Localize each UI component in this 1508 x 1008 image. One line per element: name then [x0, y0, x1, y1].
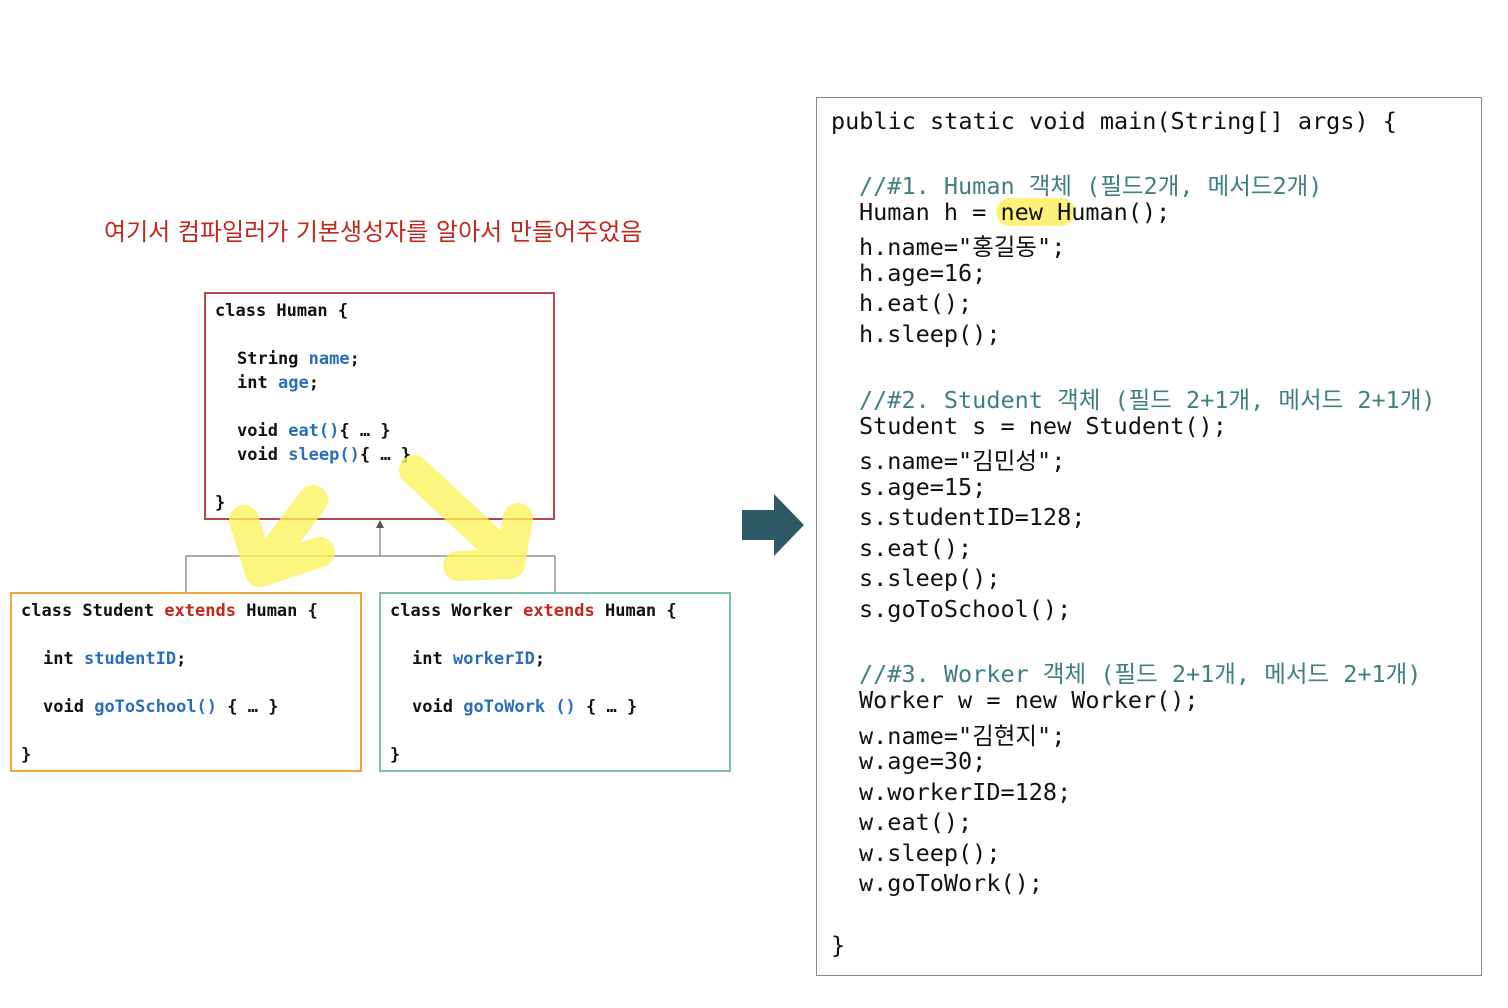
worker-class-box: class Worker extends Human { int workerI…: [379, 592, 731, 772]
code-line: w.workerID=128;: [859, 778, 1072, 806]
main-method-code-panel: public static void main(String[] args) {…: [816, 97, 1482, 976]
highlight-new: new H: [996, 198, 1076, 226]
code-line: s.sleep();: [859, 564, 1001, 592]
comment-student: //#2. Student 객체 (필드 2+1개, 메서드 2+1개): [859, 386, 1436, 414]
code-line: w.goToWork();: [859, 869, 1043, 897]
code-line: w.name="김현지";: [859, 722, 1066, 750]
human-class-box: class Human { String name; int age; void…: [204, 292, 555, 520]
code-line-human-new: Human h = new Human();: [859, 198, 1171, 226]
code-line: h.eat();: [859, 289, 973, 317]
human-class-header: class Human {: [215, 301, 349, 321]
code-line: s.eat();: [859, 534, 973, 562]
main-signature: public static void main(String[] args) {: [831, 107, 1397, 135]
worker-class-header: class Worker extends Human {: [390, 601, 677, 621]
worker-class-close: }: [390, 745, 401, 765]
right-arrow-icon: [742, 494, 804, 556]
code-line: s.studentID=128;: [859, 503, 1086, 531]
code-line: w.sleep();: [859, 839, 1001, 867]
human-method-sleep: void sleep(){ … }: [237, 445, 412, 465]
comment-human: //#1. Human 객체 (필드2개, 메서드2개): [859, 172, 1323, 200]
human-class-close: }: [215, 493, 226, 513]
student-class-box: class Student extends Human { int studen…: [10, 592, 362, 772]
code-line: s.goToSchool();: [859, 595, 1072, 623]
worker-field-id: int workerID;: [412, 649, 546, 669]
main-close-brace: }: [831, 931, 846, 959]
human-method-eat: void eat(){ … }: [237, 421, 391, 441]
code-line: Worker w = new Worker();: [859, 686, 1199, 714]
compiler-note: 여기서 컴파일러가 기본생성자를 알아서 만들어주었음: [104, 218, 643, 246]
human-field-age: int age;: [237, 373, 319, 393]
code-line: h.name="홍길동";: [859, 233, 1066, 261]
human-field-name: String name;: [237, 349, 360, 369]
code-line: s.age=15;: [859, 473, 987, 501]
student-class-close: }: [21, 745, 32, 765]
student-method-gotoschool: void goToSchool() { … }: [43, 697, 279, 717]
student-class-header: class Student extends Human {: [21, 601, 318, 621]
comment-worker: //#3. Worker 객체 (필드 2+1개, 메서드 2+1개): [859, 660, 1422, 688]
code-line: w.age=30;: [859, 747, 987, 775]
code-line: h.sleep();: [859, 320, 1001, 348]
student-field-id: int studentID;: [43, 649, 187, 669]
code-line: s.name="김민성";: [859, 447, 1066, 475]
code-line: Student s = new Student();: [859, 412, 1227, 440]
code-line: w.eat();: [859, 808, 973, 836]
code-line: h.age=16;: [859, 259, 987, 287]
worker-method-gotowork: void goToWork () { … }: [412, 697, 638, 717]
